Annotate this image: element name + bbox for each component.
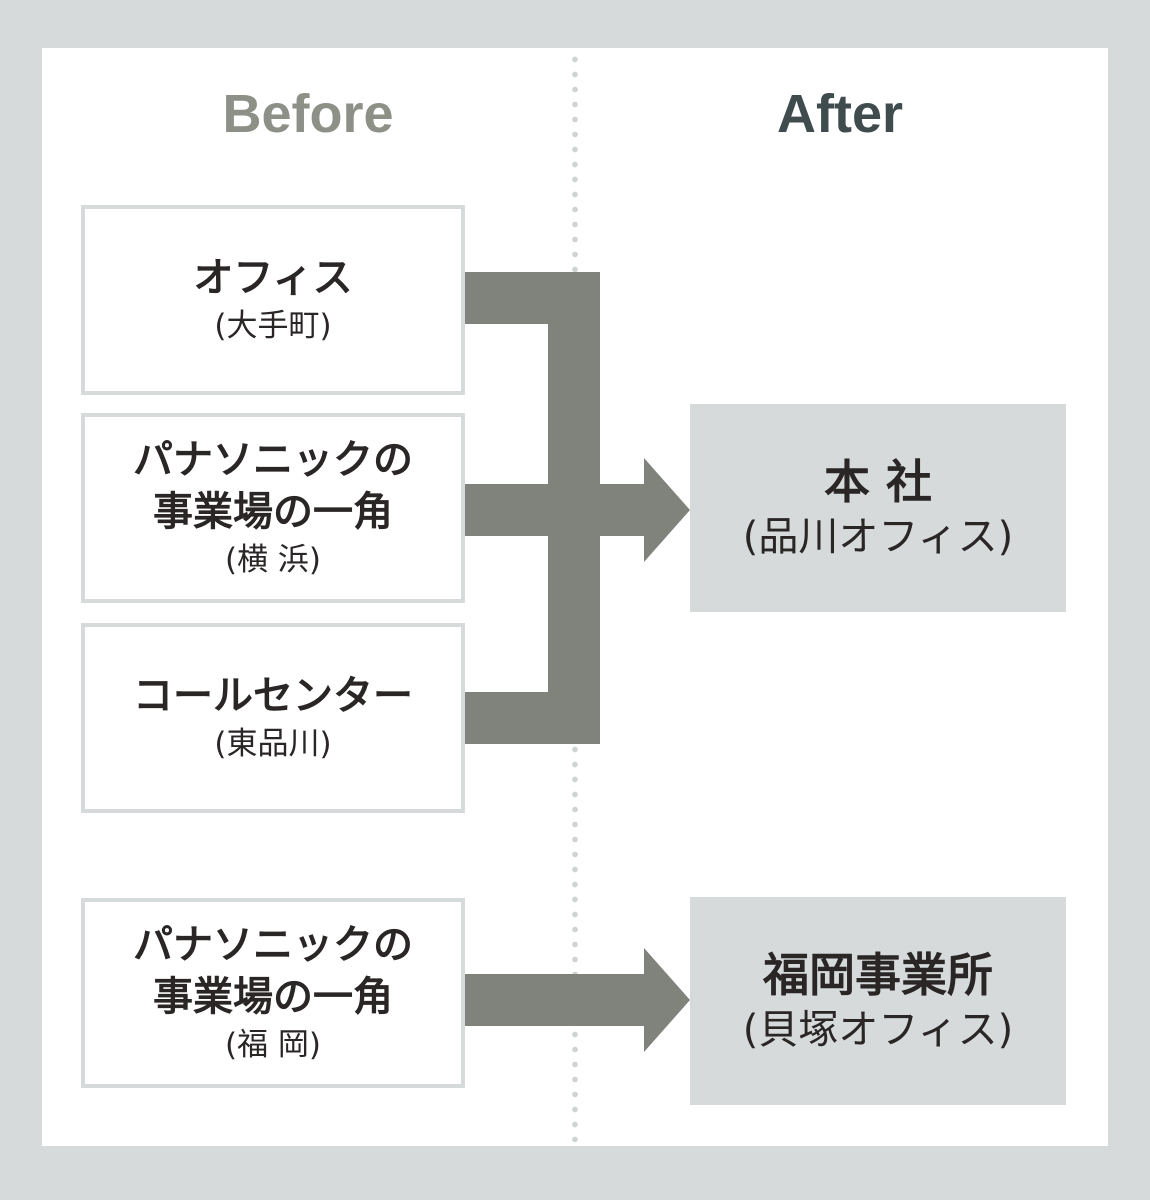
before-box-fukuoka-title-1: パナソニックの bbox=[133, 922, 413, 968]
branch-yokohama bbox=[462, 484, 600, 536]
before-box-fukuoka-location: (福 岡) bbox=[224, 1027, 322, 1063]
before-box-yokohama-title-2: 事業場の一角 bbox=[153, 489, 393, 535]
before-heading: Before bbox=[222, 84, 394, 144]
before-box-fukuoka: パナソニックの 事業場の一角 (福 岡) bbox=[81, 898, 465, 1088]
after-box-fukuoka-location: (貝塚オフィス) bbox=[742, 1007, 1014, 1053]
before-box-fukuoka-title-2: 事業場の一角 bbox=[153, 974, 393, 1020]
after-box-fukuoka: 福岡事業所 (貝塚オフィス) bbox=[690, 897, 1066, 1105]
before-box-office-location: (大手町) bbox=[214, 308, 332, 344]
arrow-fukuoka-head bbox=[644, 948, 690, 1052]
before-box-yokohama: パナソニックの 事業場の一角 (横 浜) bbox=[81, 413, 465, 603]
before-box-office-title: オフィス bbox=[193, 255, 353, 301]
branch-office bbox=[462, 272, 600, 324]
before-box-callcenter-title: コールセンター bbox=[133, 673, 413, 719]
before-box-callcenter-location: (東品川) bbox=[214, 726, 332, 762]
branch-callcenter bbox=[462, 692, 600, 744]
before-box-yokohama-title-1: パナソニックの bbox=[133, 437, 413, 483]
after-box-headquarters-location: (品川オフィス) bbox=[742, 514, 1014, 560]
arrow-hq-head bbox=[644, 458, 690, 562]
before-box-callcenter: コールセンター (東品川) bbox=[81, 623, 465, 813]
after-box-fukuoka-title: 福岡事業所 bbox=[763, 948, 993, 1002]
before-box-office: オフィス (大手町) bbox=[81, 205, 465, 395]
before-box-yokohama-location: (横 浜) bbox=[224, 542, 322, 578]
after-box-headquarters: 本 社 (品川オフィス) bbox=[690, 404, 1066, 612]
arrow-hq-shaft bbox=[600, 484, 646, 536]
after-heading: After bbox=[776, 84, 903, 144]
after-box-headquarters-title: 本 社 bbox=[823, 455, 932, 509]
arrow-fukuoka-shaft bbox=[462, 974, 646, 1026]
